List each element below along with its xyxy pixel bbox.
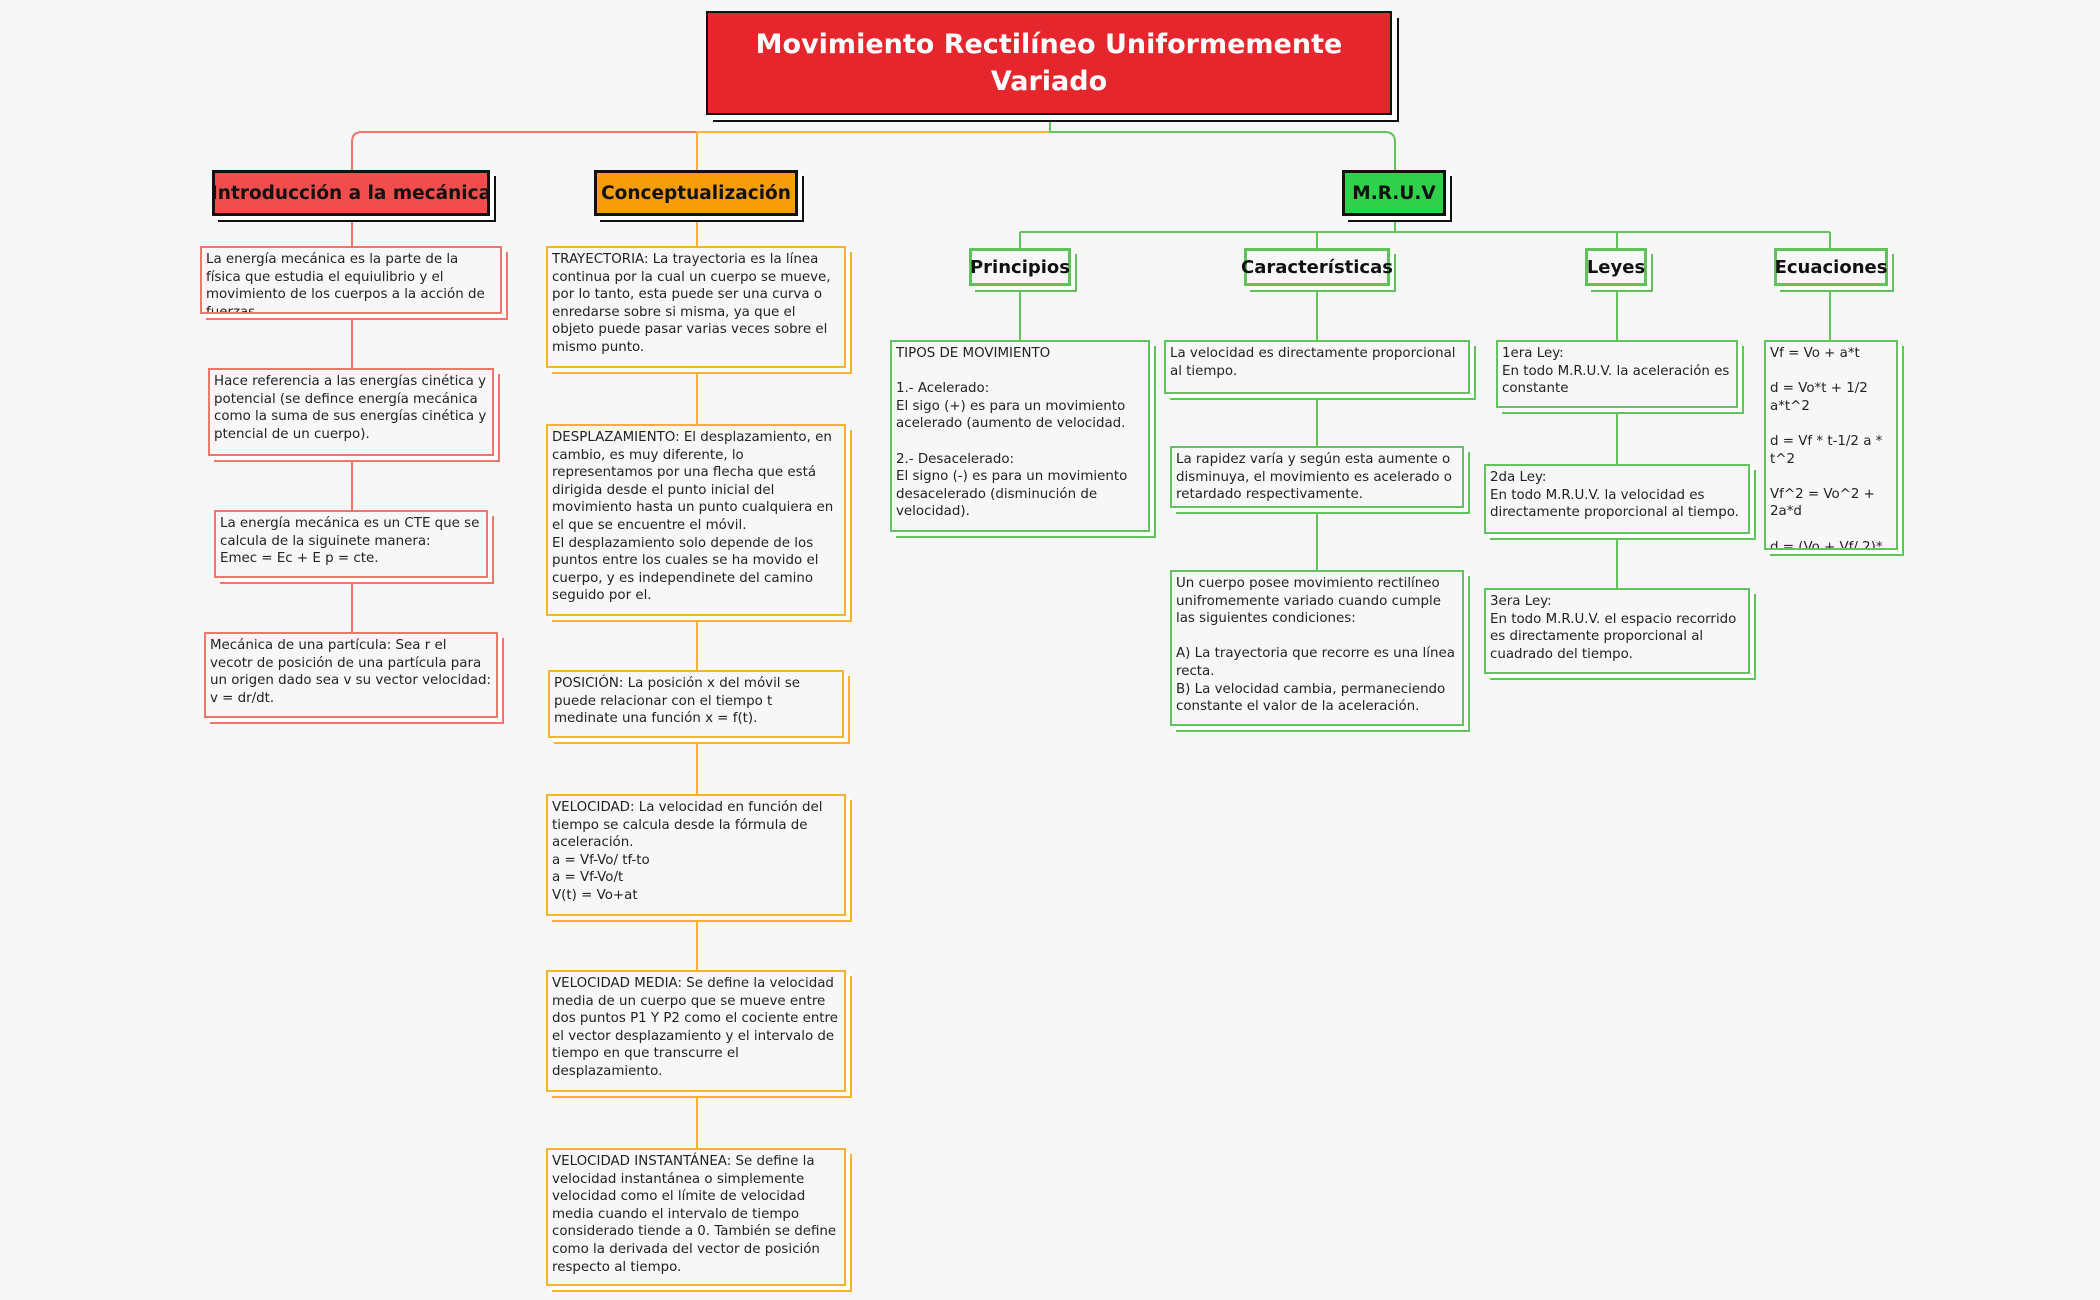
concept-note-velocidad[interactable]: VELOCIDAD: La velocidad en función del t… [546, 794, 846, 916]
subtopic-ecuaciones[interactable]: Ecuaciones [1774, 248, 1888, 286]
subtopic-leyes[interactable]: Leyes [1585, 248, 1647, 286]
ecuaciones-note[interactable]: Vf = Vo + a*t d = Vo*t + 1/2 a*t^2 d = V… [1764, 340, 1898, 550]
topic-label: M.R.U.V [1352, 182, 1436, 204]
intro-note-2[interactable]: Hace referencia a las energías cinética … [208, 368, 494, 456]
concept-note-posicion[interactable]: POSICIÓN: La posición x del móvil se pue… [548, 670, 844, 738]
subtopic-label: Principios [969, 256, 1071, 278]
topic-label: Conceptualización [601, 182, 791, 204]
intro-note-3[interactable]: La energía mecánica es un CTE que se cal… [214, 510, 488, 578]
caracteristicas-note-3[interactable]: Un cuerpo posee movimiento rectilíneo un… [1170, 570, 1464, 726]
subtopic-label: Leyes [1586, 256, 1646, 278]
subtopic-caracteristicas[interactable]: Características [1241, 248, 1393, 286]
principios-note-tipos[interactable]: TIPOS DE MOVIMIENTO 1.- Acelerado: El si… [890, 340, 1150, 532]
topic-introduccion[interactable]: Introducción a la mecánica [210, 170, 492, 216]
subtopic-label: Características [1241, 256, 1393, 278]
caracteristicas-note-1[interactable]: La velocidad es directamente proporciona… [1164, 340, 1470, 394]
intro-note-4[interactable]: Mecánica de una partícula: Sea r el veco… [204, 632, 498, 718]
leyes-note-2[interactable]: 2da Ley: En todo M.R.U.V. la velocidad e… [1484, 464, 1750, 534]
concept-note-velocidad-instantanea[interactable]: VELOCIDAD INSTANTÁNEA: Se define la velo… [546, 1148, 846, 1286]
intro-note-1[interactable]: La energía mecánica es la parte de la fí… [200, 246, 502, 314]
root-title: Movimiento Rectilíneo Uniformemente Vari… [755, 29, 1343, 97]
caracteristicas-note-2[interactable]: La rapidez varía y según esta aumente o … [1170, 446, 1464, 508]
subtopic-label: Ecuaciones [1774, 256, 1888, 278]
concept-note-desplazamiento[interactable]: DESPLAZAMIENTO: El desplazamiento, en ca… [546, 424, 846, 616]
topic-conceptualizacion[interactable]: Conceptualización [594, 170, 798, 216]
concept-note-trayectoria[interactable]: TRAYECTORIA: La trayectoria es la línea … [546, 246, 846, 368]
topic-mruv[interactable]: M.R.U.V [1342, 170, 1446, 216]
topic-label: Introducción a la mecánica [210, 182, 492, 204]
concept-note-velocidad-media[interactable]: VELOCIDAD MEDIA: Se define la velocidad … [546, 970, 846, 1092]
leyes-note-1[interactable]: 1era Ley: En todo M.R.U.V. la aceleració… [1496, 340, 1738, 408]
subtopic-principios[interactable]: Principios [969, 248, 1071, 286]
root-topic[interactable]: Movimiento Rectilíneo Uniformemente Vari… [706, 11, 1392, 115]
leyes-note-3[interactable]: 3era Ley: En todo M.R.U.V. el espacio re… [1484, 588, 1750, 674]
